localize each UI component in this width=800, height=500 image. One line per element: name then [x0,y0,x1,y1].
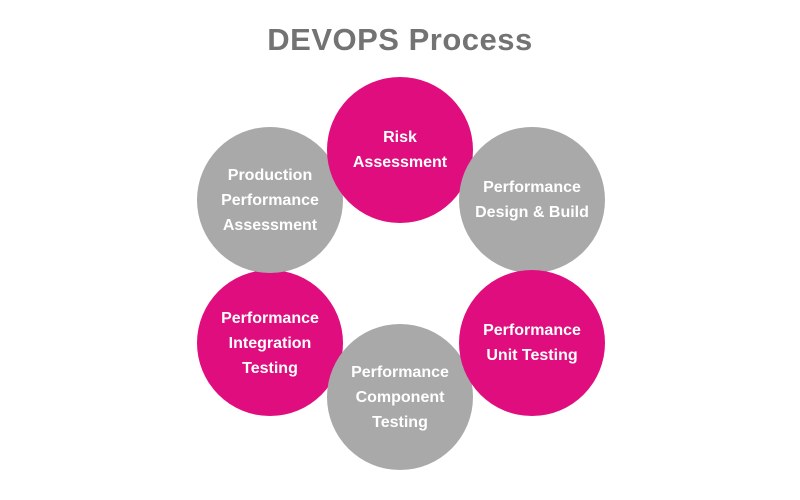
step-label-line: Performance [221,191,319,209]
step-label-line: Unit Testing [486,347,578,364]
page-title: DEVOPS Process [267,22,533,57]
step-circle-performance-unit-testing: Performance Unit Testing [459,270,605,416]
step-label-line: Assessment [352,154,448,171]
step-label-line: Risk [383,129,417,146]
step-label-line: Performance [483,322,581,339]
step-label-line: Performance [351,363,449,381]
step-label-line: Production [227,166,313,184]
step-label-line: Testing [372,413,428,431]
step-label-line: Performance [221,309,319,327]
step-label-line: Integration [228,334,312,352]
step-circle-performance-design-build: Performance Design & Build [459,127,605,273]
step-circle-performance-component-testing: Performance Component Testing [327,324,473,470]
step-circle-performance-integration-testing: Performance Integration Testing [197,270,343,416]
step-label-line: Performance [483,179,581,196]
step-label-line: Testing [242,359,298,377]
step-label-line: Assessment [222,216,318,234]
step-label-line: Component [355,388,445,406]
step-circle-risk-assessment: Risk Assessment [327,77,473,223]
step-label-line: Design & Build [475,204,589,221]
step-circle-production-performance-assessment: Production Performance Assessment [197,127,343,273]
